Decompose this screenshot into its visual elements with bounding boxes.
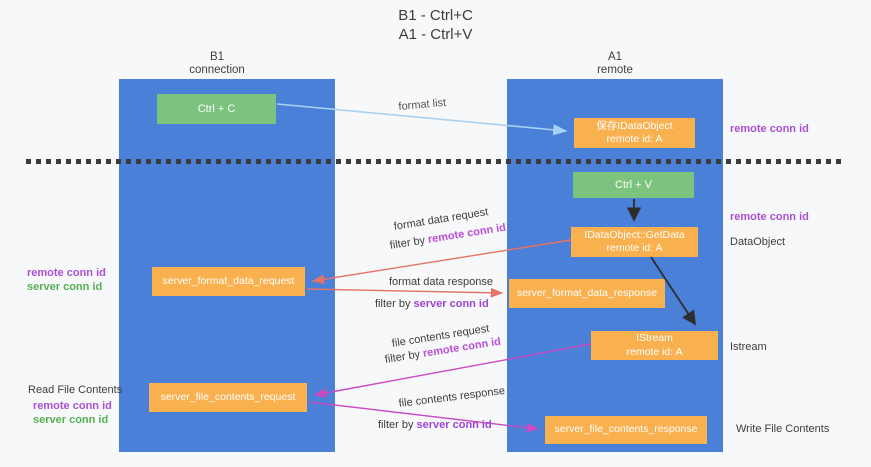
right-istream-label: Istream	[730, 341, 767, 353]
filter-by-prefix: filter by	[389, 233, 429, 252]
file-contents-response-label: file contents response	[398, 384, 506, 410]
left-remote-conn-id-bottom: remote conn id	[33, 400, 112, 412]
left-server-conn-id-top: server conn id	[27, 281, 103, 293]
save-idataobject-line1: 保存IDataObject	[596, 119, 673, 132]
filter-by-prefix: filter by	[384, 347, 424, 366]
lane-a1-subtitle: remote	[597, 64, 633, 76]
lane-a1-name: A1	[607, 51, 623, 63]
node-server-format-data-request: server_format_data_request	[152, 267, 305, 296]
right-dataobject-label: DataObject	[730, 236, 786, 248]
title-line-1: B1 - Ctrl+C	[398, 7, 473, 24]
dashed-divider	[26, 159, 845, 164]
lane-b1-subtitle: connection	[189, 64, 245, 76]
left-read-file-contents-label: Read File Contents	[28, 384, 123, 396]
file-contents-response-filter-label: filter by server conn id	[378, 419, 492, 431]
node-server-format-data-response: server_format_data_response	[509, 279, 665, 308]
server-conn-id-key: server conn id	[413, 298, 489, 310]
format-data-response-filter-label: filter by server conn id	[375, 298, 489, 310]
filter-by-prefix: filter by	[378, 419, 417, 431]
node-ctrl-v: Ctrl + V	[573, 172, 694, 198]
left-remote-conn-id-top: remote conn id	[27, 267, 106, 279]
format-data-response-label: format data response	[389, 276, 493, 288]
server-format-data-response-label: server_format_data_response	[516, 286, 658, 299]
node-istream: IStream remote id: A	[591, 331, 718, 360]
node-server-file-contents-response: server_file_contents_response	[545, 416, 707, 444]
lane-b1-name: B1	[209, 51, 225, 63]
lane-header-b1: B1 connection	[110, 51, 324, 77]
getdata-line2: remote id: A	[606, 242, 663, 254]
server-format-data-request-label: server_format_data_request	[162, 274, 295, 287]
server-file-contents-request-label: server_file_contents_request	[160, 390, 296, 403]
node-server-file-contents-request: server_file_contents_request	[149, 383, 307, 412]
right-write-file-contents-label: Write File Contents	[736, 423, 830, 435]
save-idataobject-line2: remote id: A	[606, 133, 663, 145]
node-save-idataobject: 保存IDataObject remote id: A	[574, 118, 695, 148]
server-file-contents-response-label: server_file_contents_response	[554, 423, 698, 436]
left-server-conn-id-bottom: server conn id	[33, 414, 109, 426]
getdata-line1: IDataObject::GetData	[584, 228, 685, 241]
ctrl-c-label: Ctrl + C	[197, 103, 236, 115]
node-ctrl-c: Ctrl + C	[157, 94, 276, 124]
ctrl-v-label: Ctrl + V	[615, 179, 652, 191]
title-line-2: A1 - Ctrl+V	[398, 26, 473, 43]
right-remote-conn-id-mid: remote conn id	[730, 211, 809, 223]
format-list-label: format list	[398, 96, 447, 113]
diagram-title: B1 - Ctrl+C A1 - Ctrl+V	[0, 6, 871, 44]
right-remote-conn-id-top: remote conn id	[730, 123, 809, 135]
lane-header-a1: A1 remote	[507, 51, 723, 77]
istream-line2: remote id: A	[626, 345, 683, 358]
istream-line1: IStream	[636, 332, 673, 344]
server-conn-id-key: server conn id	[416, 419, 492, 431]
format-data-response-arrow	[306, 287, 504, 298]
filter-by-prefix: filter by	[375, 298, 414, 310]
node-idataobject-getdata: IDataObject::GetData remote id: A	[571, 227, 698, 257]
